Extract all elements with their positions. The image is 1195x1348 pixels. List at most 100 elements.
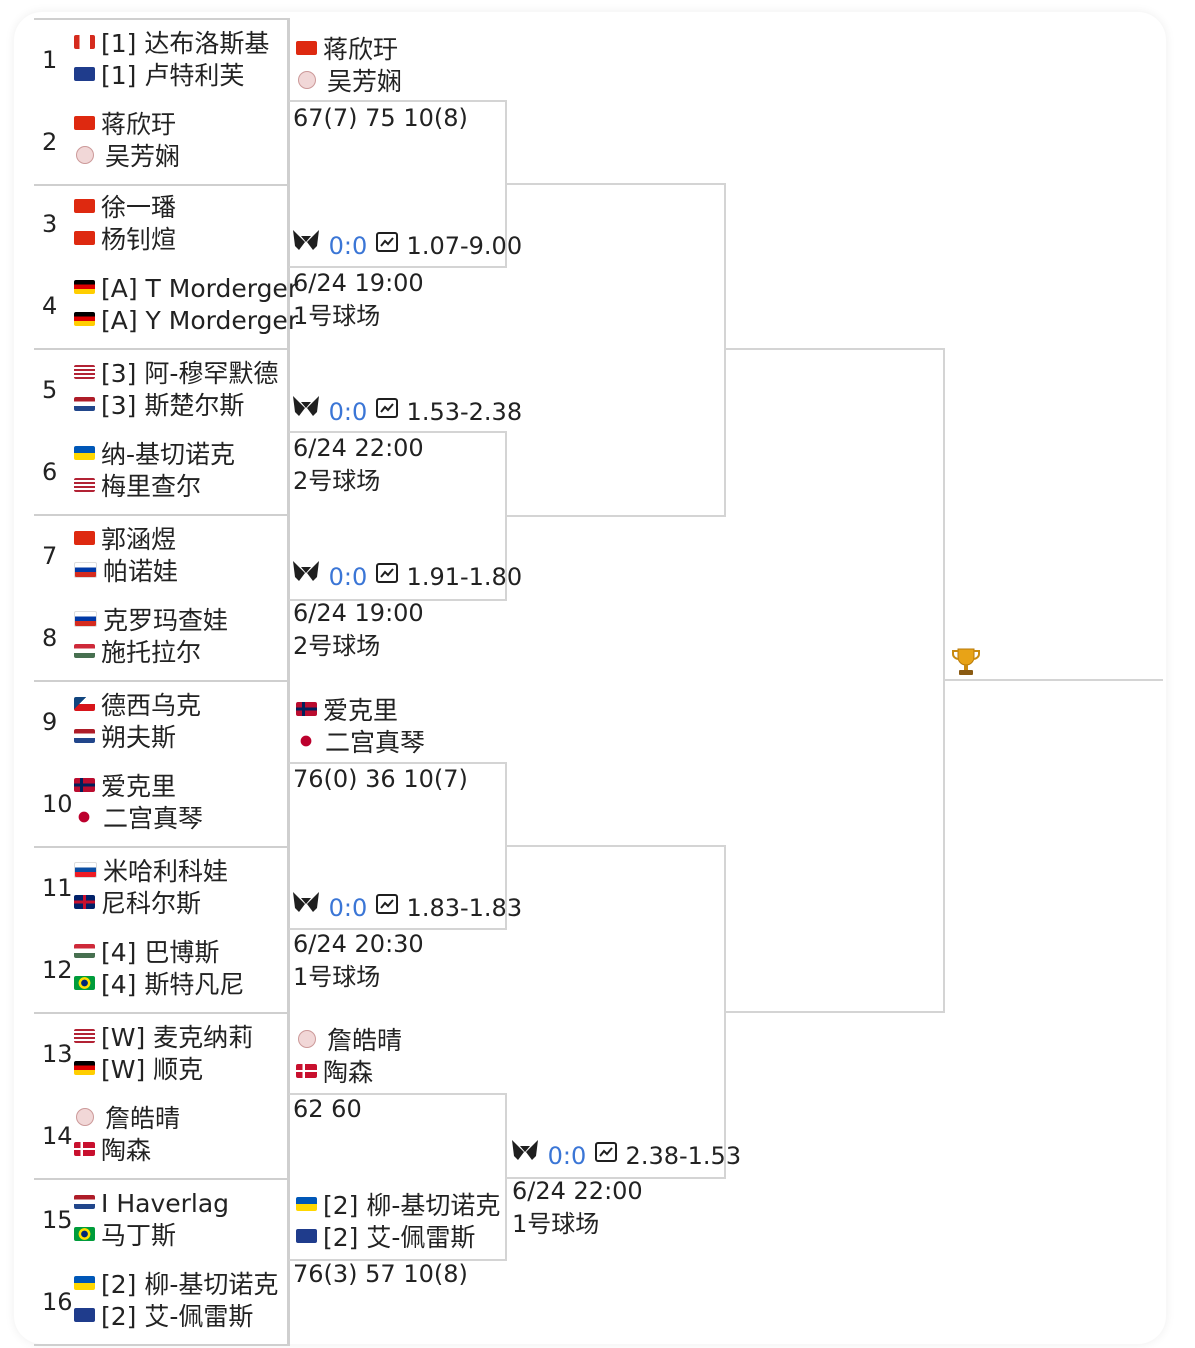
flag-icon: [74, 697, 95, 711]
odds-row[interactable]: 0:0 1.91-1.80: [291, 561, 522, 593]
player-name: 朔夫斯: [101, 723, 177, 752]
player-line: 二宫真琴: [74, 803, 203, 835]
draw-number: 10: [42, 790, 73, 818]
player-line: 米哈利科娃: [74, 856, 228, 888]
flag-icon: [74, 895, 95, 909]
draw-number: 12: [42, 956, 73, 984]
player-line: 德西乌克: [74, 690, 201, 722]
player-name: I Haverlag: [101, 1189, 230, 1218]
draw-number: 13: [42, 1040, 73, 1068]
match-connector: [289, 1093, 507, 1261]
bracket-card: [14, 12, 1166, 1344]
first-round-pair[interactable]: 15 I Haverlag 马丁斯 16 [2] 柳-基切诺克 [2] 艾-佩雷…: [34, 1180, 290, 1346]
player-line: [2] 柳-基切诺克: [74, 1269, 278, 1301]
draw-number: 14: [42, 1122, 73, 1150]
odds-row[interactable]: 0:0 1.07-9.00: [291, 230, 522, 262]
odds-value: 1.53-2.38: [406, 398, 523, 426]
match-connector: [289, 100, 507, 268]
draw-number: 16: [42, 1288, 73, 1316]
first-round-pair[interactable]: 1 [1] 达布洛斯基 [1] 卢特利芙 2 蒋欣玗 吴芳娴: [34, 18, 290, 186]
flag-icon: [74, 1029, 95, 1043]
player-line: [W] 麦克纳莉: [74, 1022, 253, 1054]
player-line: [A] T Morderger: [74, 273, 298, 305]
player-name: 纳-基切诺克: [101, 440, 236, 469]
player-line: 陶森: [74, 1135, 151, 1167]
flag-icon: [74, 397, 95, 411]
flag-icon: [296, 702, 317, 716]
flag-icon: [298, 733, 314, 749]
flag-icon: [296, 1197, 317, 1211]
flag-icon: [74, 116, 95, 130]
player-line: 吴芳娴: [74, 141, 180, 173]
player-name: [1] 卢特利芙: [101, 61, 245, 90]
player-name: [2] 艾-佩雷斯: [323, 1223, 476, 1252]
final-line: [945, 679, 1163, 681]
player-name: [4] 巴博斯: [101, 938, 220, 967]
match-date: 6/24 20:30: [293, 930, 424, 958]
player-name: 爱克里: [101, 772, 177, 801]
first-round-pair[interactable]: 5 [3] 阿-穆罕默德 [3] 斯楚尔斯 6 纳-基切诺克 梅里查尔: [34, 350, 290, 516]
player-line: [2] 柳-基切诺克: [296, 1190, 500, 1222]
first-round-pair[interactable]: 13 [W] 麦克纳莉 [W] 顺克 14 詹皓晴 陶森: [34, 1014, 290, 1180]
odds-value: 1.91-1.80: [406, 563, 523, 591]
first-round-pair[interactable]: 3 徐一璠 杨钊煊 4 [A] T Morderger [A] Y Morder…: [34, 184, 298, 350]
flag-icon: [296, 41, 317, 55]
odds-row[interactable]: 0:0 1.83-1.83: [291, 892, 522, 924]
flag-icon: [74, 35, 95, 49]
flag-icon: [74, 231, 95, 245]
player-line: 施托拉尔: [74, 637, 201, 669]
live-score: 0:0: [328, 232, 368, 260]
player-name: 尼科尔斯: [101, 889, 202, 918]
match-score: 67(7) 75 10(8): [293, 104, 468, 132]
qf-connector: [507, 845, 726, 1179]
player-line: 朔夫斯: [74, 722, 176, 754]
flag-icon: [74, 1195, 95, 1209]
first-round-pair[interactable]: 9 德西乌克 朔夫斯 10 爱克里 二宫真琴: [34, 682, 290, 848]
draw-number: 7: [42, 542, 58, 570]
player-line: [1] 达布洛斯基: [74, 28, 269, 60]
first-round-pair[interactable]: 11 米哈利科娃 尼科尔斯 12 [4] 巴博斯 [4] 斯特凡尼: [34, 848, 290, 1014]
odds-row[interactable]: 0:0 1.53-2.38: [291, 396, 522, 428]
sf-connector: [726, 348, 945, 1013]
flag-icon: [74, 562, 97, 578]
first-round-pair[interactable]: 7 郭涵煜 帕诺娃 8 克罗玛查娃 施托拉尔: [34, 516, 290, 682]
player-name: 爱克里: [323, 696, 399, 725]
draw-number: 8: [42, 624, 58, 652]
player-line: [4] 巴博斯: [74, 937, 219, 969]
odds-row[interactable]: 0:0 2.38-1.53: [510, 1140, 741, 1172]
flag-icon: [296, 1064, 317, 1078]
flag-icon: [74, 531, 95, 545]
player-line: 吴芳娴: [296, 66, 402, 98]
crossed-swords-icon: [291, 890, 321, 924]
chart-icon: [375, 891, 399, 923]
player-name: [A] T Morderger: [101, 274, 299, 303]
flag-icon: [74, 644, 95, 658]
player-line: [W] 顺克: [74, 1054, 203, 1086]
flag-icon: [74, 280, 95, 294]
odds-value: 1.07-9.00: [406, 232, 523, 260]
odds-value: 1.83-1.83: [406, 894, 523, 922]
flag-icon: [298, 1030, 316, 1048]
player-name: [1] 达布洛斯基: [101, 29, 270, 58]
player-name: 蒋欣玗: [323, 35, 399, 64]
match-court: 1号球场: [293, 302, 381, 330]
trophy-icon: [950, 646, 982, 682]
player-line: 纳-基切诺克: [74, 439, 235, 471]
flag-icon: [76, 146, 94, 164]
flag-icon: [74, 1227, 95, 1241]
player-name: 施托拉尔: [101, 638, 202, 667]
flag-icon: [74, 729, 95, 743]
flag-icon: [74, 976, 95, 990]
player-name: [2] 艾-佩雷斯: [101, 1302, 254, 1331]
crossed-swords-icon: [291, 228, 321, 262]
match-court: 1号球场: [512, 1210, 600, 1238]
player-line: [A] Y Morderger: [74, 305, 298, 337]
player-name: 陶森: [323, 1058, 374, 1087]
flag-icon: [76, 809, 92, 825]
draw-number: 6: [42, 458, 58, 486]
draw-number: 9: [42, 708, 58, 736]
player-line: 詹皓晴: [74, 1103, 180, 1135]
draw-number: 2: [42, 128, 58, 156]
chart-icon: [594, 1139, 618, 1171]
player-line: 爱克里: [296, 695, 398, 727]
